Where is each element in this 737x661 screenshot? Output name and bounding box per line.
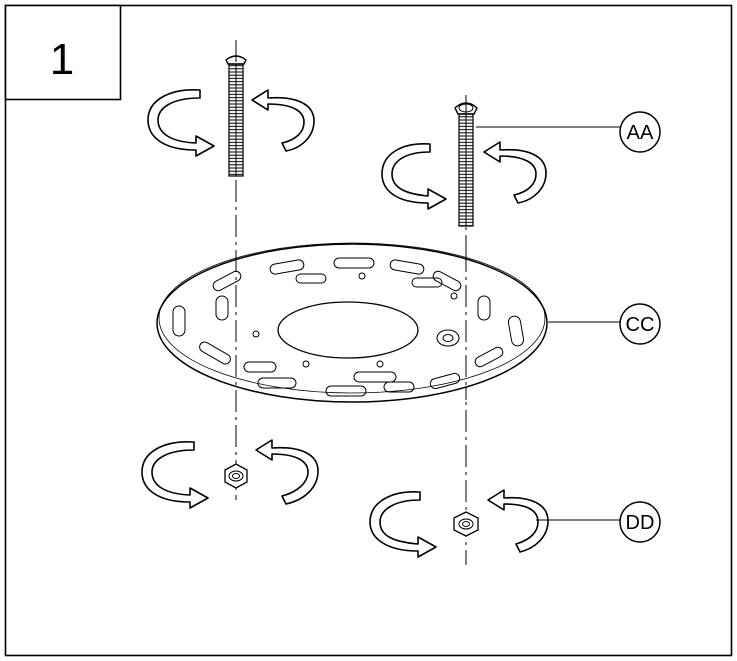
rotate-arrow-icon [141, 441, 209, 509]
rotate-arrow-icon [369, 491, 437, 558]
nut-icon [224, 463, 248, 489]
bolt-icon [454, 102, 478, 227]
outer-border [4, 4, 733, 657]
rotate-arrow-icon [147, 89, 215, 157]
rotate-arrow-icon [251, 89, 315, 152]
step-number: 1 [50, 35, 74, 84]
callout-label-aa: AA [627, 122, 654, 144]
callout-cc: CC [548, 303, 661, 345]
rotate-arrow-icon [483, 141, 547, 204]
rotate-arrow-icon [487, 489, 549, 553]
nut-icon [453, 511, 479, 537]
bolt-icon [225, 55, 247, 177]
step-number-box: 1 [4, 4, 122, 101]
callout-label-cc: CC [626, 314, 655, 336]
rotate-arrow-icon [381, 143, 447, 210]
callout-label-dd: DD [626, 512, 655, 534]
mounting-plate [156, 242, 548, 403]
rotate-arrow-icon [255, 439, 319, 505]
callout-dd: DD [536, 501, 661, 543]
callout-aa: AA [476, 111, 661, 153]
